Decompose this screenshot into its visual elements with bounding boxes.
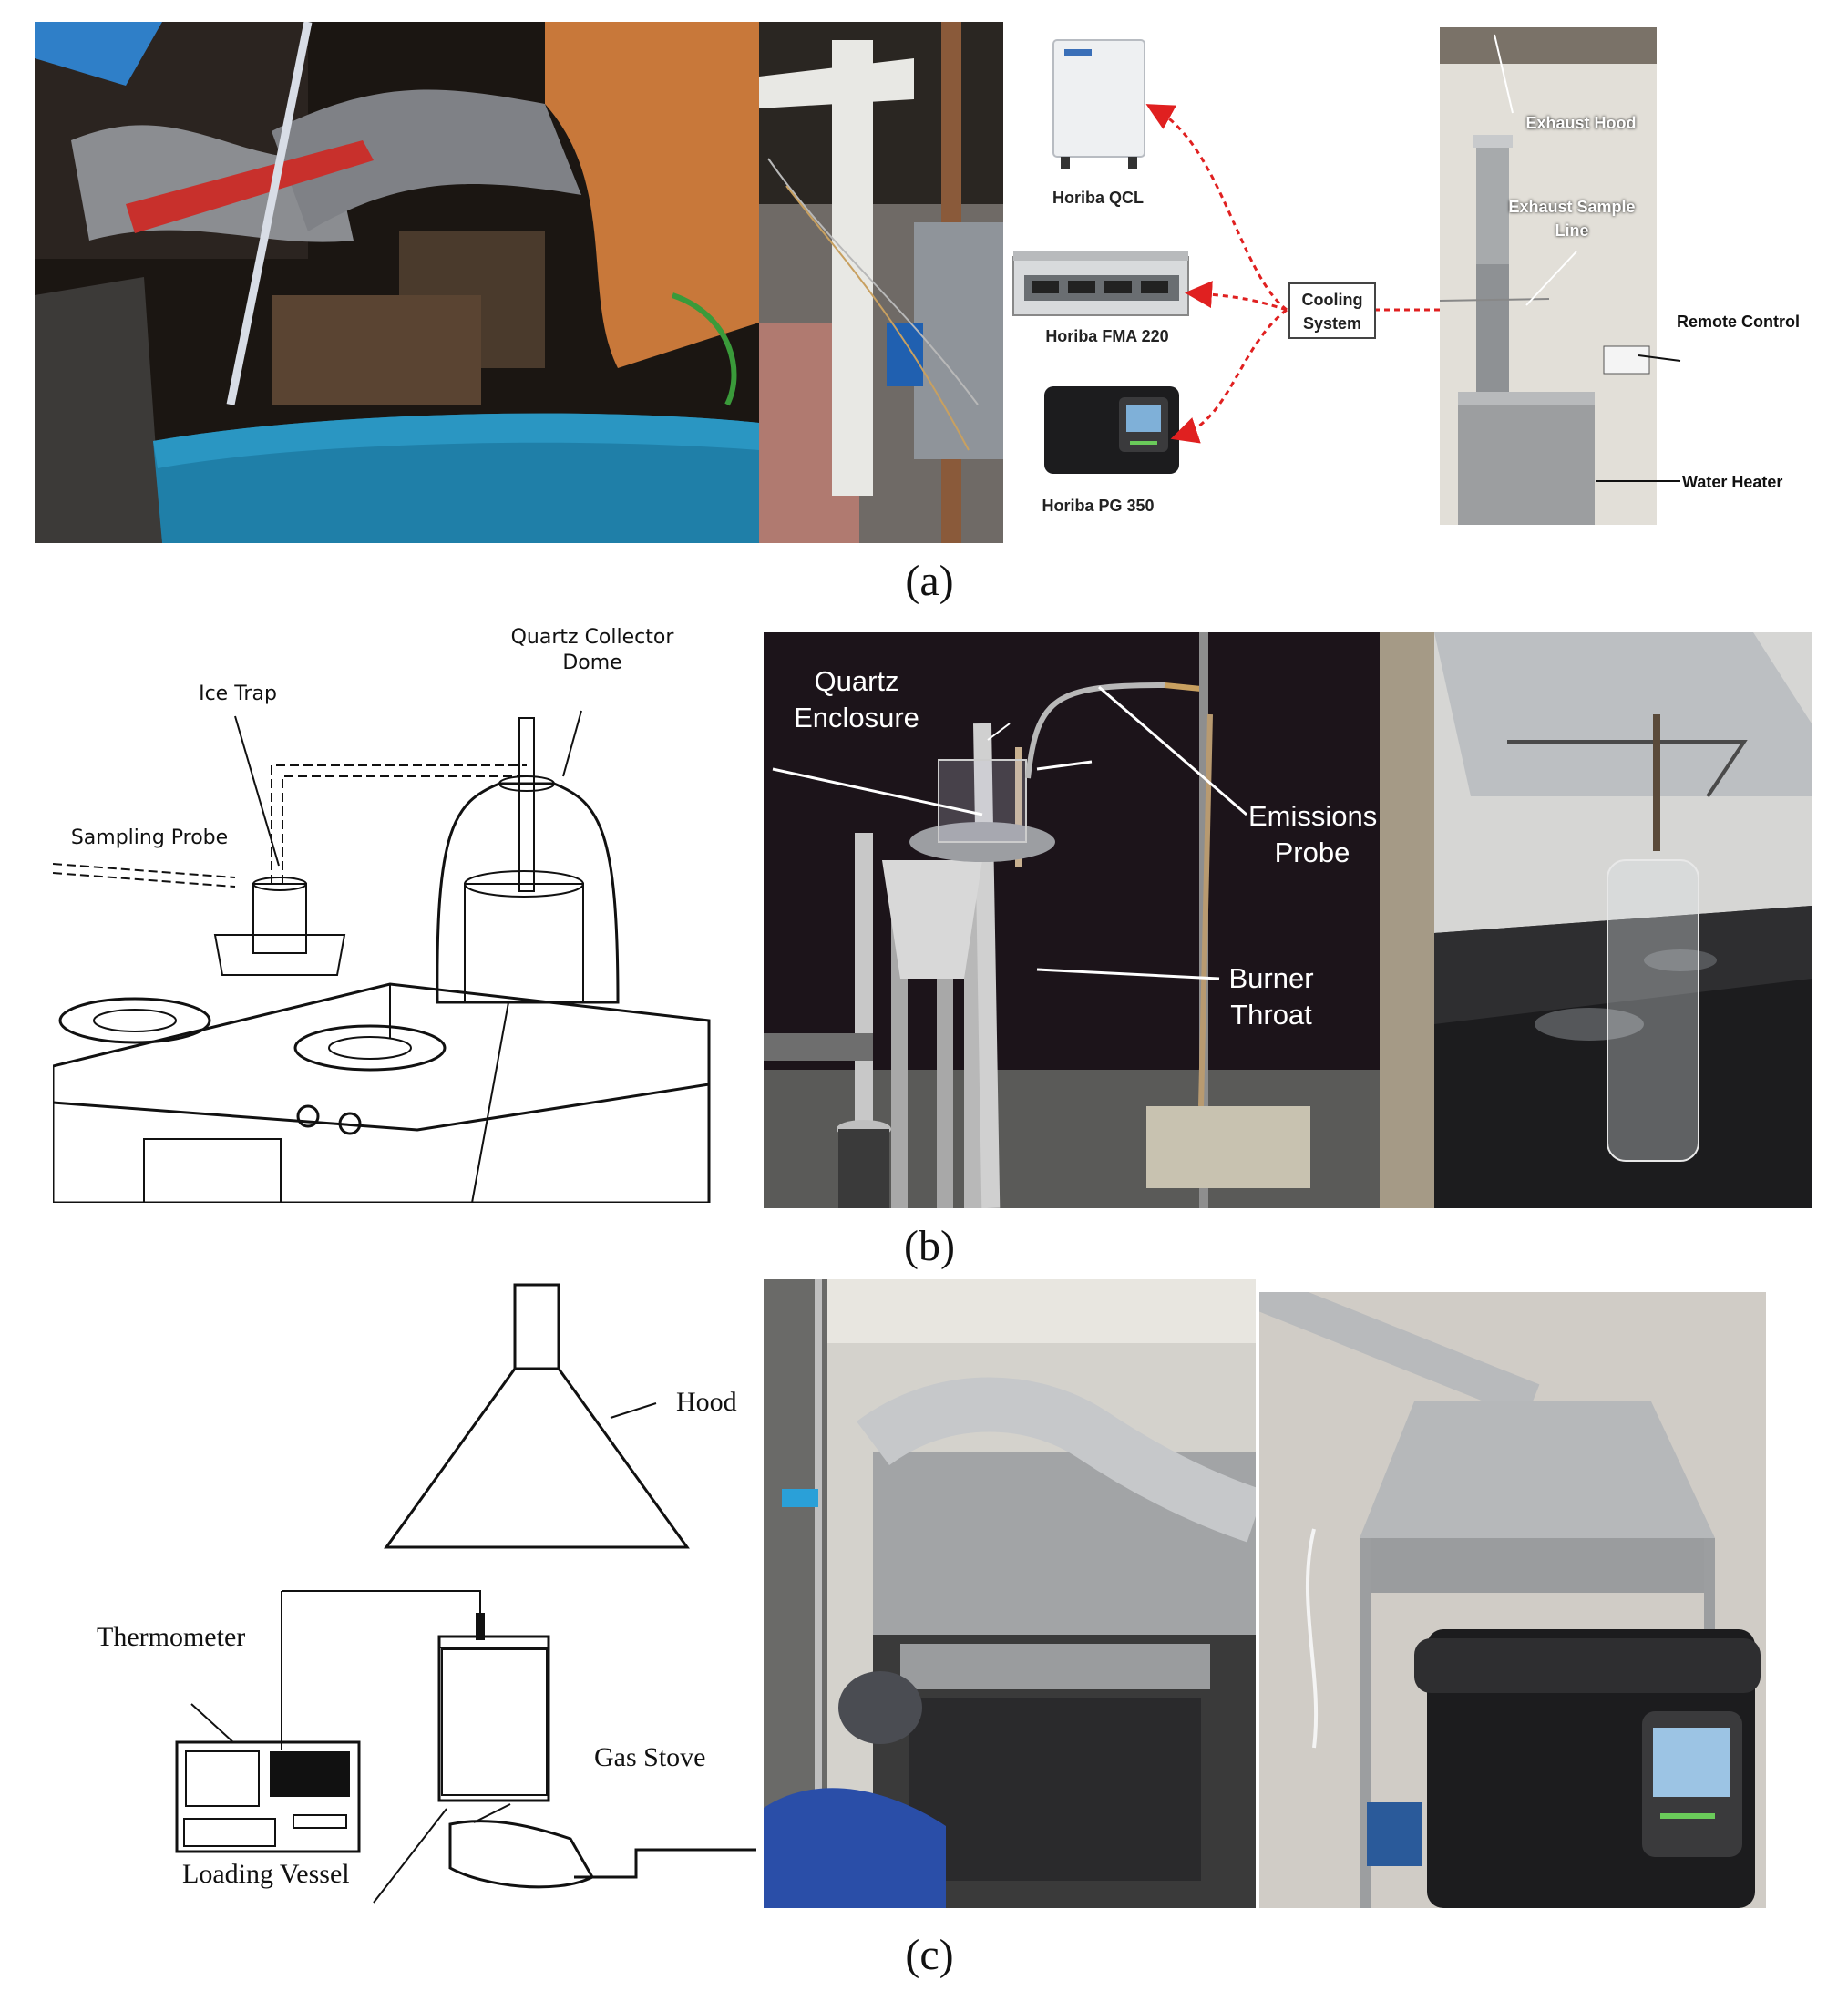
ice-trap-label: Ice Trap <box>199 682 277 705</box>
horiba-qcl-label: Horiba QCL <box>1052 189 1144 207</box>
exhaust-hood-label: Exhaust Hood <box>1525 114 1637 132</box>
water-heater-photo-2 <box>759 22 1003 543</box>
quartz-collector-dome-label: Quartz Collector Dome <box>510 626 674 674</box>
quartz-enclosure-label: Quartz Enclosure <box>794 665 919 734</box>
range-sampling-sketch <box>53 620 727 1203</box>
panel-a-label: (a) <box>905 557 954 605</box>
horiba-qcl-image <box>1048 36 1150 173</box>
panel-b-label: (b) <box>904 1222 955 1270</box>
exhaust-setup-photo <box>1440 27 1657 525</box>
hood-label: Hood <box>676 1387 737 1417</box>
cooling-system-box: Cooling System <box>1288 282 1376 339</box>
cooling-connection-arrows <box>1145 104 1447 444</box>
thermometer-label: Thermometer <box>97 1622 246 1652</box>
exhaust-sample-line-label: Exhaust Sample Line <box>1508 198 1636 240</box>
exhaust-setup-pointers <box>1494 34 1681 482</box>
loading-vessel-label: Loading Vessel <box>182 1859 350 1889</box>
kitchen-hood-photo <box>764 1279 1256 1908</box>
hood-analyzer-photo <box>1259 1292 1766 1908</box>
horiba-pg-350-label: Horiba PG 350 <box>1042 497 1155 515</box>
range-enclosure-photo <box>1380 632 1812 1208</box>
sampling-probe-label: Sampling Probe <box>70 826 229 849</box>
horiba-fma-220-label: Horiba FMA 220 <box>1045 327 1169 345</box>
emissions-probe-label: Emissions Probe <box>1248 800 1378 868</box>
gas-stove-label: Gas Stove <box>594 1742 706 1772</box>
horiba-pg-350-image <box>1041 381 1183 481</box>
panel-c-label: (c) <box>905 1931 954 1979</box>
remote-control-label: Remote Control <box>1677 313 1800 331</box>
water-heater-photo-1 <box>35 22 759 543</box>
burner-quartz-photo <box>764 632 1380 1208</box>
burner-throat-label: Burner Throat <box>1228 962 1314 1031</box>
loading-vessel-diagram <box>82 1276 756 1932</box>
water-heater-label: Water Heater <box>1682 473 1783 491</box>
